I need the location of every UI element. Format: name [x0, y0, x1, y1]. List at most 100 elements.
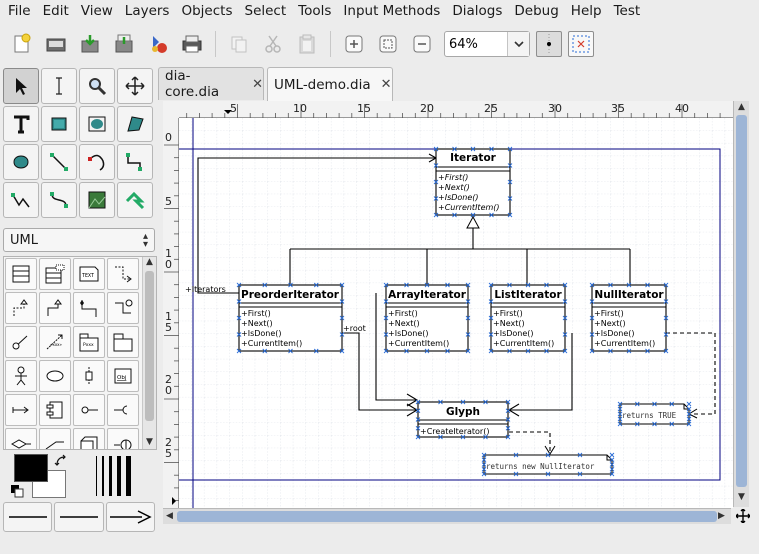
- menu-dialogs[interactable]: Dialogs: [452, 3, 503, 19]
- generalization-connector[interactable]: [289, 209, 631, 285]
- scroll-down-icon[interactable]: ▼: [738, 492, 745, 502]
- menu-objects[interactable]: Objects: [181, 3, 233, 19]
- uml-actor-shape[interactable]: [5, 360, 37, 392]
- uml-state-shape[interactable]: [107, 394, 139, 426]
- zigzag-line-tool[interactable]: [117, 144, 153, 180]
- sheet-scrollbar[interactable]: ▲ ▼: [142, 257, 156, 449]
- menu-help[interactable]: Help: [570, 3, 602, 19]
- navigation-move-icon[interactable]: [736, 509, 750, 523]
- print-button[interactable]: [176, 28, 208, 60]
- uml-implements-shape[interactable]: [107, 292, 139, 324]
- menu-view[interactable]: View: [80, 3, 113, 19]
- uml-large-package-shape[interactable]: Pxxx: [73, 326, 105, 358]
- polyline-tool[interactable]: [3, 182, 39, 218]
- zoom-in-button[interactable]: [338, 28, 370, 60]
- foreground-color-swatch[interactable]: [14, 454, 48, 482]
- horizontal-scroll-thumb[interactable]: [177, 511, 717, 522]
- scroll-left-icon[interactable]: ◀: [166, 511, 173, 521]
- menu-edit[interactable]: Edit: [42, 3, 69, 19]
- sheet-scroll-thumb[interactable]: [145, 271, 154, 421]
- close-icon[interactable]: ✕: [380, 77, 392, 92]
- line-width-selector[interactable]: [96, 454, 140, 498]
- uml-class-array-iterator[interactable]: ArrayIterator +First() +Next() +IsDone()…: [385, 284, 469, 352]
- beziergon-tool[interactable]: [3, 144, 39, 180]
- scroll-up-icon[interactable]: ▲: [738, 102, 745, 112]
- sheet-select[interactable]: UML ▴▾: [3, 228, 155, 252]
- text-tool[interactable]: [3, 106, 39, 142]
- uml-class-iterator[interactable]: Iterator +First() +Next() +IsDone() +Cur…: [435, 148, 511, 216]
- zoom-out-button[interactable]: [406, 28, 438, 60]
- cut-button[interactable]: [257, 28, 289, 60]
- uml-class-list-iterator[interactable]: ListIterator +First() +Next() +IsDone() …: [490, 284, 566, 352]
- uml-constraint-shape[interactable]: [5, 326, 37, 358]
- box-tool[interactable]: [41, 106, 77, 142]
- scroll-right-icon[interactable]: ▶: [718, 511, 725, 521]
- diagram-canvas[interactable]: +Iterators +root Iterat: [179, 118, 733, 508]
- uml-class-shape[interactable]: [5, 258, 37, 290]
- copy-button[interactable]: [223, 28, 255, 60]
- uml-object-shape[interactable]: Obj: [107, 360, 139, 392]
- magnify-tool[interactable]: [79, 68, 115, 104]
- snap-to-grid-toggle[interactable]: [536, 31, 562, 57]
- uml-usecase-shape[interactable]: [39, 360, 71, 392]
- uml-class-preorder-iterator[interactable]: PreorderIterator +First() +Next() +IsDon…: [238, 284, 343, 352]
- uml-branch-shape[interactable]: [5, 428, 37, 449]
- uml-dependency-shape[interactable]: [107, 258, 139, 290]
- scroll-up-icon[interactable]: ▲: [146, 257, 153, 267]
- menu-test[interactable]: Test: [613, 3, 641, 19]
- uml-fork-shape[interactable]: [39, 428, 71, 449]
- export-button[interactable]: [142, 28, 174, 60]
- ellipse-tool[interactable]: [79, 106, 115, 142]
- uml-class-null-iterator[interactable]: NullIterator +First() +Next() +IsDone() …: [591, 284, 667, 352]
- new-diagram-button[interactable]: [6, 28, 38, 60]
- uml-generalization-shape[interactable]: [39, 292, 71, 324]
- polygon-tool[interactable]: [117, 106, 153, 142]
- tab-dia-core[interactable]: dia-core.dia ✕: [158, 67, 264, 100]
- uml-note-returns-true[interactable]: returns TRUE: [619, 403, 690, 425]
- line-style-button[interactable]: [54, 502, 104, 532]
- vertical-scroll-thumb[interactable]: [736, 115, 747, 487]
- save-as-button[interactable]: [108, 28, 140, 60]
- paste-button[interactable]: [291, 28, 323, 60]
- image-tool[interactable]: [79, 182, 115, 218]
- menu-layers[interactable]: Layers: [124, 3, 170, 19]
- uml-association-shape[interactable]: [73, 292, 105, 324]
- uml-package-shape[interactable]: [107, 326, 139, 358]
- uml-note-shape[interactable]: TEXT: [73, 258, 105, 290]
- close-icon[interactable]: ✕: [252, 76, 263, 92]
- scroll-down-icon[interactable]: ▼: [146, 437, 153, 447]
- text-edit-tool[interactable]: [41, 68, 77, 104]
- line-tool[interactable]: [41, 144, 77, 180]
- bezierline-tool[interactable]: [41, 182, 77, 218]
- object-snap-toggle[interactable]: [568, 31, 594, 57]
- menu-input-methods[interactable]: Input Methods: [343, 3, 441, 19]
- note-connector[interactable]: [509, 332, 716, 452]
- menu-debug[interactable]: Debug: [514, 3, 559, 19]
- outline-tool[interactable]: [117, 182, 153, 218]
- arc-tool[interactable]: [79, 144, 115, 180]
- menu-select[interactable]: Select: [244, 3, 287, 19]
- vertical-scrollbar[interactable]: ▲ ▼: [733, 101, 749, 507]
- uml-message-shape[interactable]: [5, 394, 37, 426]
- open-button[interactable]: [40, 28, 72, 60]
- zoom-combo[interactable]: [444, 31, 530, 57]
- uml-realizes-shape[interactable]: [5, 292, 37, 324]
- uml-template-class-shape[interactable]: [39, 258, 71, 290]
- save-button[interactable]: [74, 28, 106, 60]
- uml-small-package-shape[interactable]: «xxx»: [39, 326, 71, 358]
- horizontal-scrollbar[interactable]: ◀ ▶: [163, 508, 731, 524]
- tab-uml-demo[interactable]: UML-demo.dia ✕: [267, 67, 393, 101]
- uml-node-shape[interactable]: [73, 428, 105, 449]
- uml-class-glyph[interactable]: Glyph +CreateIterator(): [417, 401, 509, 438]
- zoom-input[interactable]: [445, 32, 507, 56]
- modify-tool[interactable]: [3, 68, 39, 104]
- start-arrow-button[interactable]: [3, 502, 53, 532]
- zoom-dropdown-button[interactable]: [507, 32, 529, 56]
- end-arrow-button[interactable]: [105, 502, 155, 532]
- zoom-fit-button[interactable]: [372, 28, 404, 60]
- uml-classicon-shape[interactable]: [73, 394, 105, 426]
- default-colors-icon[interactable]: [10, 484, 24, 498]
- menu-tools[interactable]: Tools: [298, 3, 332, 19]
- menu-file[interactable]: File: [8, 3, 31, 19]
- scroll-tool[interactable]: [117, 68, 153, 104]
